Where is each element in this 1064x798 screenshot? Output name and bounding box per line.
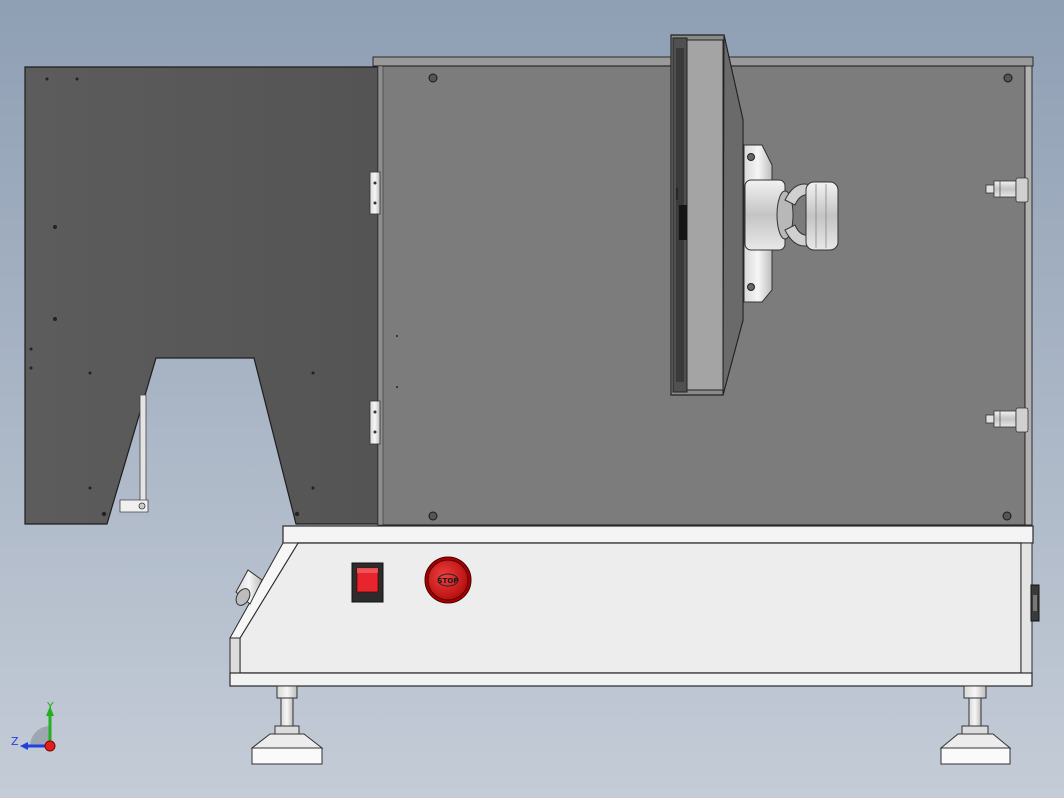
base-top-lip [282, 525, 1034, 544]
door-support-strut[interactable] [119, 394, 149, 513]
stop-button-label: STOP [438, 577, 459, 585]
door-hinge-bottom[interactable] [369, 400, 381, 445]
power-switch[interactable] [351, 562, 384, 603]
leveling-foot-right[interactable] [939, 685, 1012, 765]
door-hinge-top[interactable] [369, 171, 381, 215]
side-connector[interactable] [1030, 584, 1040, 622]
coordinate-triad: Y Z [11, 700, 56, 752]
monitor-arm[interactable] [743, 144, 839, 303]
left-door-panel [24, 66, 379, 525]
monitor[interactable] [670, 34, 744, 396]
cable-gland[interactable] [233, 569, 263, 608]
latch-top[interactable] [985, 177, 1029, 203]
triad-y-label: Y [46, 700, 54, 713]
emergency-stop-button[interactable]: STOP [424, 556, 472, 604]
triad-z-label: Z [11, 735, 19, 748]
leveling-foot-left[interactable] [250, 685, 324, 765]
base-cabinet [229, 542, 1033, 687]
latch-bottom[interactable] [985, 407, 1029, 433]
panel-screws [428, 73, 1013, 521]
